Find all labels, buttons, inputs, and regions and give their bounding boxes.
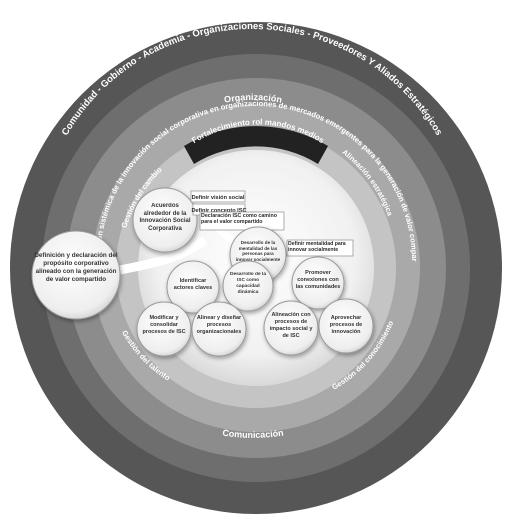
mentality-label-box: Definir mentalidad para innovar socialme…: [288, 241, 346, 254]
social-vision-text: Definir visión social: [192, 195, 245, 201]
leverage-label-box: Aprovechar procesos de innovación: [329, 315, 363, 335]
impact-alignment-text: Alineación con procesos de impacto socia…: [269, 312, 313, 339]
node-leverage-innovation[interactable]: [318, 298, 374, 354]
align-processes-text: Alinear y diseñar procesos organizaciona…: [196, 315, 242, 335]
align-label-box: Alinear y diseñar procesos organizaciona…: [196, 315, 242, 335]
leverage-innovation-text: Aprovechar procesos de innovación: [329, 315, 363, 335]
label-innovation-mentality[interactable]: [286, 239, 354, 257]
innovation-mentality-text: Definir mentalidad para innovar socialme…: [288, 241, 346, 254]
connections-label-box: Promover conexiones con las comunidades: [295, 270, 341, 290]
isc-concept-text: Definir concepto ISC: [191, 208, 246, 214]
node-isc-dynamic-capability[interactable]: [222, 260, 274, 312]
node-promote-connections[interactable]: [291, 256, 345, 310]
identify-actors-text: Identificar actores claves: [173, 278, 213, 291]
actors-label-box: Identificar actores claves: [173, 278, 213, 291]
isc-agreements-text: Acuerdos alrededor de la Innovación Soci…: [139, 203, 191, 232]
node-align-processes[interactable]: [191, 301, 247, 357]
impact-label-box: Alineación con procesos de impacto socia…: [269, 312, 313, 339]
isc-declaration-text: Declaración ISC como camino para el valo…: [201, 213, 277, 226]
node-impact-alignment[interactable]: [263, 300, 319, 356]
dynamic-capability-label-box: Desarrollo de la ISC como capacidad diná…: [230, 272, 266, 295]
node-isc-agreements[interactable]: [132, 187, 198, 253]
node-purpose-label-box: Definición y declaración del propósito c…: [34, 252, 118, 283]
node-identify-actors[interactable]: [166, 260, 220, 314]
agreements-label-box: Acuerdos alrededor de la Innovación Soci…: [139, 203, 191, 232]
mentality-development-text: Desarrollo de la mentalidad de las perso…: [235, 240, 281, 263]
node-modify-processes[interactable]: [136, 301, 192, 357]
node-purpose-definition[interactable]: [31, 230, 121, 320]
modify-processes-text: Modificar y consolidar procesos de ISC: [142, 315, 186, 335]
declaration-label-box: Declaración ISC como camino para el valo…: [201, 213, 277, 226]
mentality-dev-label-box: Desarrollo de la mentalidad de las perso…: [235, 240, 281, 263]
purpose-definition-text: Definición y declaración del propósito c…: [34, 252, 118, 283]
leadership-band: [184, 126, 328, 164]
organization-label: Organización: [223, 92, 283, 105]
isc-dynamic-capability-text: Desarrollo de la ISC como capacidad diná…: [230, 272, 266, 295]
label-social-vision[interactable]: Definir visión social: [190, 190, 246, 203]
promote-connections-text: Promover conexiones con las comunidades: [295, 270, 341, 290]
modify-label-box: Modificar y consolidar procesos de ISC: [142, 315, 186, 335]
label-isc-declaration[interactable]: [199, 211, 285, 231]
connector-purpose: [119, 236, 208, 275]
communication-label: Comunicación: [222, 428, 284, 440]
